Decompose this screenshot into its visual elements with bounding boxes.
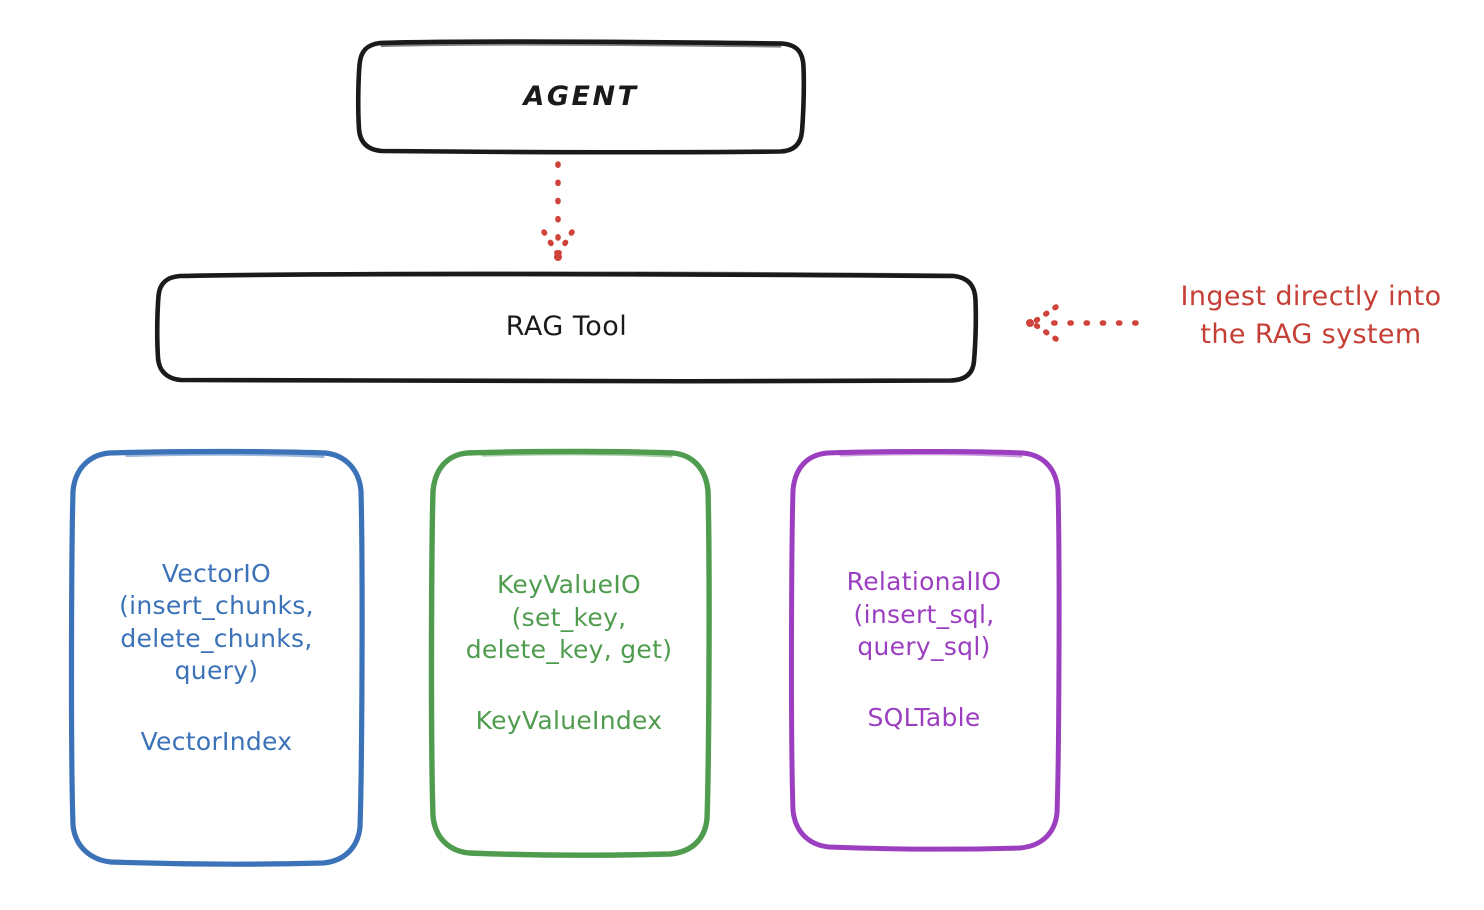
connector-agent-to-rag-tool [541, 161, 575, 261]
node-vector-io-label-secondary: VectorIndex [140, 726, 293, 756]
node-rag-tool[interactable]: RAG Tool [154, 271, 979, 384]
node-relational-io[interactable]: RelationalIO (insert_sql, query_sql) SQL… [787, 448, 1062, 852]
node-key-value-io[interactable]: KeyValueIO (set_key, delete_key, get) Ke… [427, 448, 712, 858]
node-agent-label: AGENT [523, 81, 639, 113]
node-relational-io-label-primary: RelationalIO (insert_sql, query_sql) [846, 567, 1002, 661]
node-vector-io-label-primary: VectorIO (insert_chunks, delete_chunks, … [119, 558, 314, 686]
connector-ingest-arrow [1026, 304, 1139, 342]
node-relational-io-label-secondary: SQLTable [867, 702, 981, 732]
ingest-annotation-text: Ingest directly into the RAG system [1180, 281, 1442, 351]
node-vector-io[interactable]: VectorIO (insert_chunks, delete_chunks, … [67, 448, 366, 867]
node-key-value-io-label-secondary: KeyValueIndex [475, 705, 663, 735]
node-rag-tool-label: RAG Tool [505, 311, 628, 343]
node-key-value-io-label-primary: KeyValueIO (set_key, delete_key, get) [465, 570, 673, 664]
node-agent[interactable]: AGENT [355, 39, 807, 155]
